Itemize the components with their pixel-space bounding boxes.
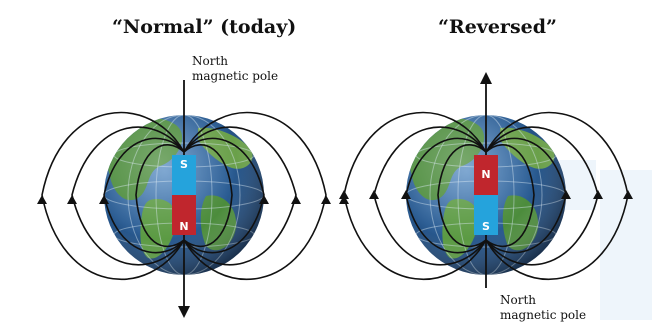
pole-label-line: magnetic pole	[500, 308, 587, 322]
pole-label-line: magnetic pole	[192, 69, 279, 83]
bar-magnet-normal: S N	[172, 155, 196, 235]
pole-label-line: North	[192, 54, 229, 68]
magnet-pole-letter: S	[180, 158, 188, 171]
magnet-pole-letter: N	[481, 168, 490, 181]
magnet-pole-letter: N	[179, 220, 188, 233]
axis-arrow-down-icon	[178, 306, 190, 318]
watermark-block	[560, 160, 596, 210]
north-pole-label-normal: North magnetic pole	[192, 54, 278, 84]
magnet-pole-letter: S	[482, 220, 490, 233]
field-arrows-normal	[37, 195, 331, 204]
title-reversed: “Reversed”	[438, 16, 557, 38]
field-arrows-reversed	[339, 190, 633, 204]
normal-diagram: S N	[37, 80, 331, 318]
reversed-diagram: N S	[339, 72, 633, 288]
pole-label-line: North	[500, 293, 537, 307]
title-normal: “Normal” (today)	[112, 16, 297, 38]
axis-arrow-up-icon	[480, 72, 492, 84]
north-pole-label-reversed: North magnetic pole	[500, 293, 586, 323]
bar-magnet-reversed: N S	[474, 155, 498, 235]
